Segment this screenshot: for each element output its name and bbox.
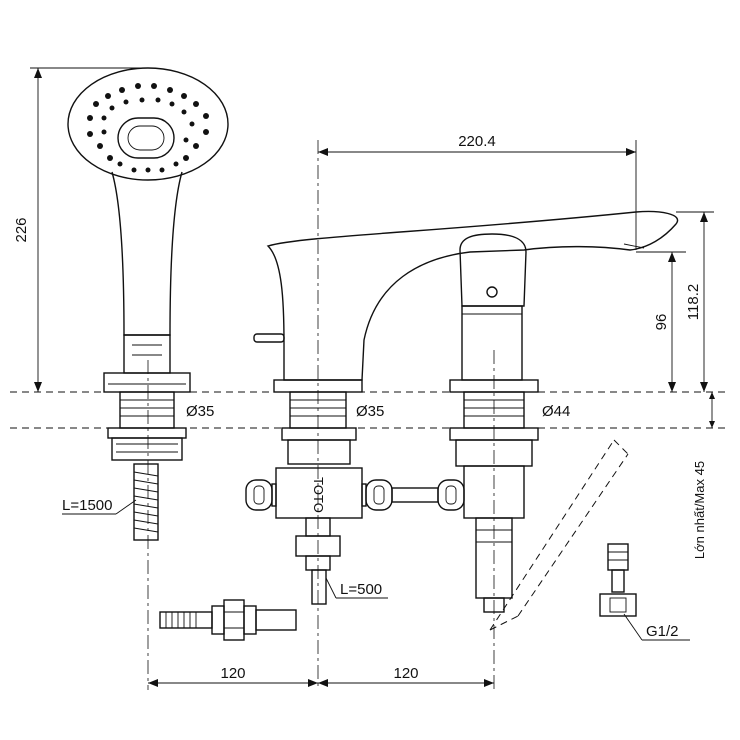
dia-handshower-label: Ø35 — [186, 403, 214, 420]
dim-spacing: 120 120 — [148, 665, 494, 687]
dim-max-deck: Lớn nhất/Max 45 — [692, 392, 715, 559]
hand-shower — [67, 67, 229, 541]
thread-label: G1/2 — [646, 623, 679, 640]
dia-spout-label: Ø35 — [356, 403, 384, 420]
dim-total-height: 118.2 — [676, 211, 714, 392]
hose-end-fitting — [159, 599, 297, 641]
deck-thickness-indicator — [489, 439, 629, 631]
spacing-left-label: 120 — [220, 665, 245, 682]
hose-length-label: L=1500 — [62, 497, 112, 514]
supply-connector-g12 — [599, 543, 637, 617]
width-spout-label: 220.4 — [458, 133, 496, 150]
dim-outlet-height: 96 — [636, 251, 686, 392]
callout-supply-length: L=500 — [325, 577, 388, 599]
callout-thread: G1/2 — [623, 613, 690, 641]
brand-mark: TOTO — [311, 477, 326, 513]
supply-length-label: L=500 — [340, 581, 382, 598]
spacing-right-label: 120 — [393, 665, 418, 682]
dim-spout-width: 220.4 — [318, 133, 637, 250]
height-handshower-label: 226 — [13, 217, 30, 242]
dia-valve-label: Ø44 — [542, 403, 570, 420]
spray-nozzles — [87, 83, 209, 173]
height-total-label: 118.2 — [685, 284, 702, 320]
height-outlet-label: 96 — [653, 314, 670, 331]
dim-handshower-height: 226 — [13, 67, 148, 392]
max-deck-label: Lớn nhất/Max 45 — [692, 461, 707, 559]
callout-hose-length: L=1500 — [62, 497, 137, 515]
spout: TOTO — [245, 210, 679, 605]
